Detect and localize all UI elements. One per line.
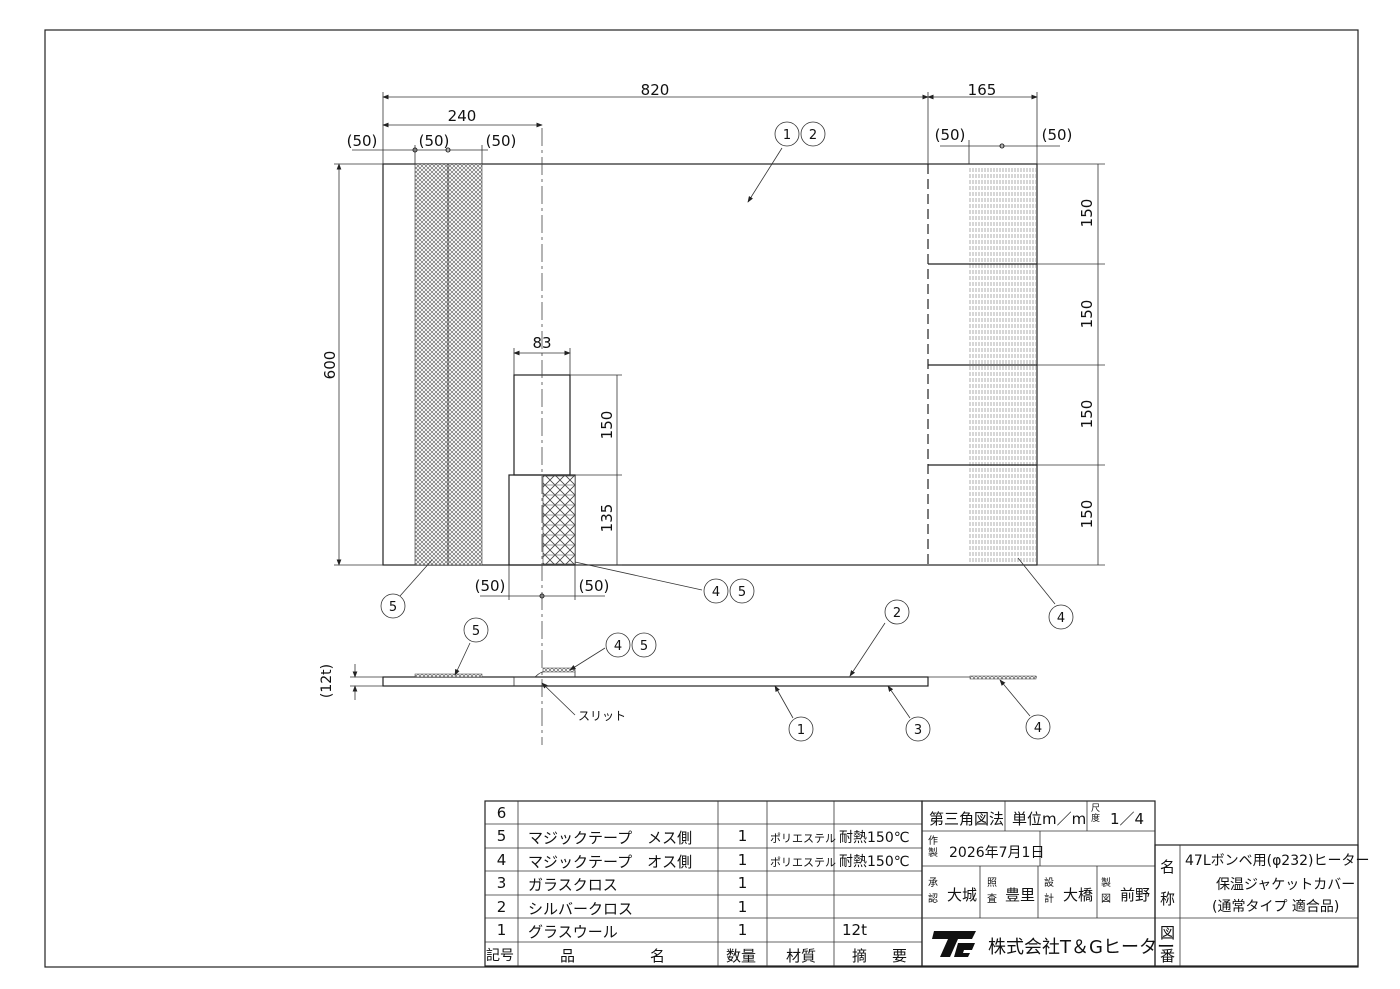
row2-name: シルバークロス [528, 900, 634, 918]
drawing-frame [44, 29, 1359, 968]
callout-sec-2: 2 [893, 606, 901, 621]
check-label: 照査 [987, 878, 997, 905]
dim-bottom-gap1: (50) [475, 577, 506, 595]
title-line-2: 保温ジャケットカバー [1216, 877, 1356, 893]
callout-plan-1: 1 [783, 128, 791, 143]
slit-label: スリット [578, 709, 626, 723]
dim-240: 240 [448, 107, 477, 125]
callout-sec-5: 5 [472, 624, 480, 639]
approve: 大城 [947, 886, 978, 904]
dim-left-tape: (50) [419, 132, 450, 150]
dwg-label-1: 図 [1160, 924, 1176, 942]
row1-no: 1 [496, 921, 507, 939]
callout-sec-5b: 5 [640, 639, 648, 654]
row3-name: ガラスクロス [528, 876, 618, 894]
callout-plan-2: 2 [809, 128, 817, 143]
velcro-female-strip [414, 163, 483, 566]
check: 豊里 [1005, 886, 1036, 904]
row6-no: 6 [496, 804, 507, 822]
row5-note: 耐熱150℃ [839, 830, 910, 846]
dim-left-tape2: (50) [486, 132, 517, 150]
row4-note: 耐熱150℃ [839, 854, 910, 870]
name-label-2: 称 [1160, 890, 1176, 908]
scale: 1／4 [1110, 810, 1145, 828]
date: 2026年7月1日 [949, 845, 1045, 861]
title-line-3: (通常タイプ 適合品) [1212, 899, 1340, 915]
row5-name: マジックテープ メス側 [528, 829, 693, 847]
row4-qty: 1 [737, 851, 748, 869]
dim-thickness: (12t) [319, 664, 335, 698]
callout-plan-4: 4 [1057, 611, 1065, 626]
name-label-1: 名 [1160, 858, 1176, 876]
dim-right-seg1: 150 [1078, 199, 1096, 228]
row5-material: ポリエステル [770, 832, 836, 845]
callout-plan-5: 5 [389, 600, 397, 615]
row4-no: 4 [496, 851, 507, 869]
approve-label: 承認 [928, 878, 938, 905]
row4-name: マジックテープ オス側 [528, 853, 693, 871]
callout-sec-3: 3 [914, 723, 922, 738]
callout-sec-4: 4 [614, 639, 622, 654]
header-note1: 摘 [852, 947, 868, 965]
dwg-label-2: 番 [1160, 947, 1176, 965]
callout-plan-4a: 4 [712, 585, 720, 600]
header-material: 材質 [786, 947, 817, 965]
row5-qty: 1 [737, 827, 748, 845]
row3-qty: 1 [737, 874, 748, 892]
dimensions [334, 92, 1105, 600]
company-name: 株式会社T＆Gヒーター [988, 937, 1175, 958]
row1-note: 12t [842, 921, 867, 939]
projection: 第三角図法 [929, 810, 1005, 828]
header-no: 記号 [486, 948, 514, 964]
dim-83: 83 [532, 334, 551, 352]
title-line-1: 47Lボンベ用(φ232)ヒーター [1185, 853, 1370, 869]
row1-name: グラスウール [528, 923, 618, 941]
callout-plan-5a: 5 [738, 585, 746, 600]
header-name1: 品 [560, 947, 576, 965]
header-name2: 名 [650, 947, 666, 965]
header-note2: 要 [892, 947, 908, 965]
callout-sec-1: 1 [797, 723, 805, 738]
draw: 前野 [1120, 886, 1151, 904]
dim-left-gap: (50) [347, 132, 378, 150]
scale-label: 尺度 [1091, 804, 1101, 824]
dim-notch-135: 135 [598, 504, 616, 533]
design: 大橋 [1063, 886, 1094, 904]
dim-right-tape: (50) [1042, 126, 1073, 144]
row4-material: ポリエステル [770, 856, 836, 869]
design-label: 設計 [1044, 878, 1054, 905]
callouts-plan [380, 121, 1074, 630]
header-qty: 数量 [726, 947, 757, 965]
callout-sec-4b: 4 [1034, 721, 1042, 736]
unit: 単位m／m [1012, 810, 1087, 828]
parts-table [484, 800, 923, 967]
row1-qty: 1 [737, 921, 748, 939]
dim-600: 600 [321, 351, 339, 380]
dim-165: 165 [968, 81, 997, 99]
row2-qty: 1 [737, 898, 748, 916]
dim-bottom-gap2: (50) [579, 577, 610, 595]
row3-no: 3 [496, 874, 507, 892]
dim-820: 820 [641, 81, 670, 99]
title-block [921, 800, 1359, 967]
dim-right-seg4: 150 [1078, 500, 1096, 529]
section-view [350, 599, 1051, 742]
dim-right-seg3: 150 [1078, 400, 1096, 429]
plan-view [382, 128, 1038, 745]
notch-velcro [542, 475, 576, 565]
dim-right-seg2: 150 [1078, 300, 1096, 329]
row5-no: 5 [496, 827, 507, 845]
made-label: 作製 [928, 836, 938, 859]
row2-no: 2 [496, 898, 507, 916]
draw-label: 製図 [1101, 878, 1111, 905]
dim-notch-150: 150 [598, 411, 616, 440]
dim-right-gap: (50) [935, 126, 966, 144]
